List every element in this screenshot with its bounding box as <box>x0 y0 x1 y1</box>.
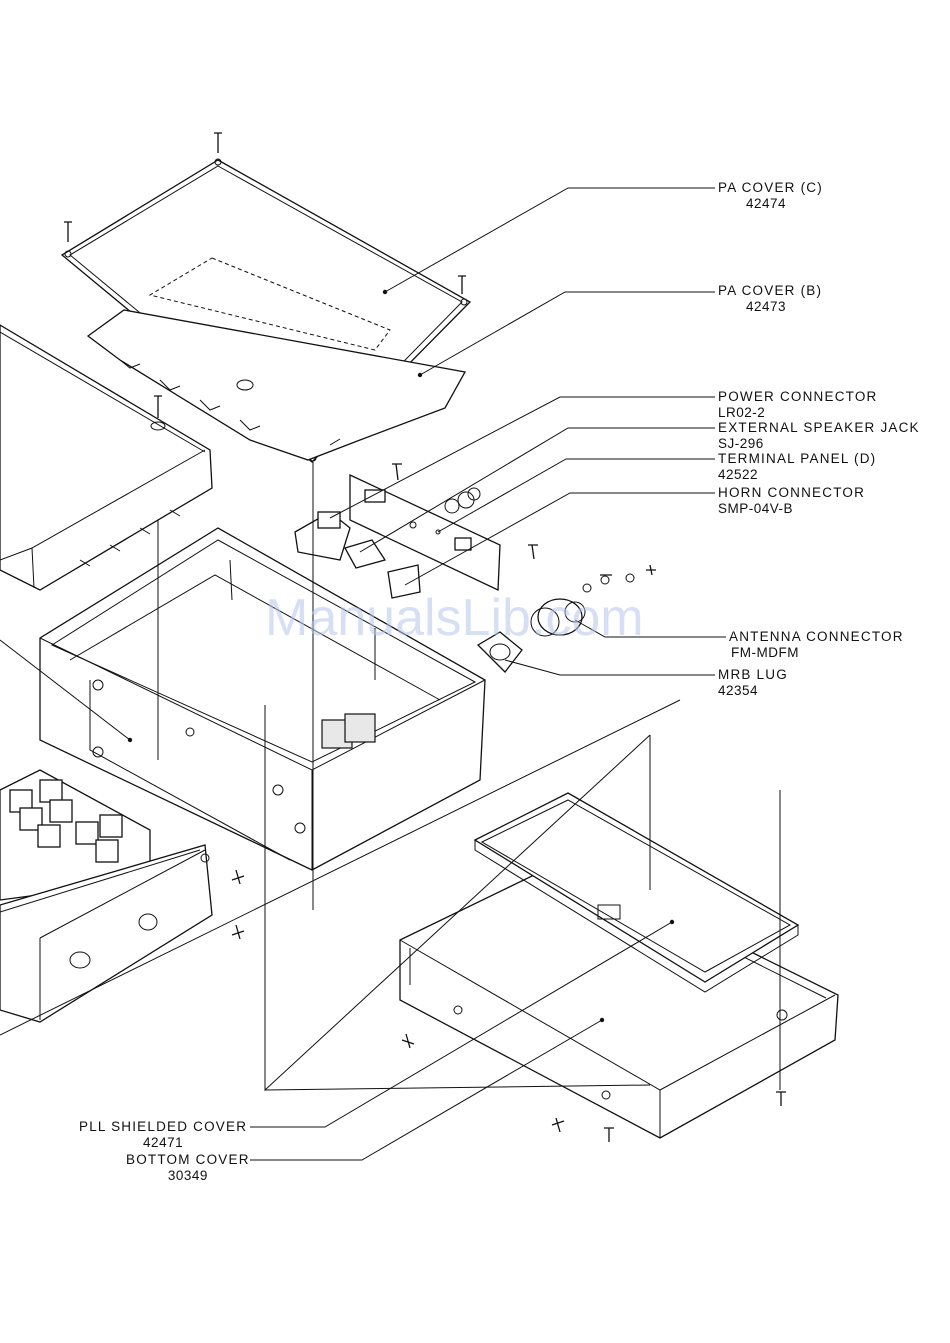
part-name: HORN CONNECTOR <box>718 485 865 501</box>
part-name: ANTENNA CONNECTOR <box>729 629 904 645</box>
part-name: PLL SHIELDED COVER <box>79 1119 247 1135</box>
label-terminal-panel-d: TERMINAL PANEL (D) 42522 <box>718 451 876 483</box>
part-name: EXTERNAL SPEAKER JACK <box>718 420 920 436</box>
part-name: MRB LUG <box>718 667 788 683</box>
part-name: TERMINAL PANEL (D) <box>718 451 876 467</box>
part-code: SJ-296 <box>718 436 920 452</box>
part-name: POWER CONNECTOR <box>718 389 878 405</box>
part-code: 42471 <box>79 1135 247 1151</box>
label-pa-cover-b: PA COVER (B) 42473 <box>718 283 822 315</box>
label-pll-shielded-cover: PLL SHIELDED COVER 42471 <box>79 1119 247 1151</box>
label-external-speaker-jack: EXTERNAL SPEAKER JACK SJ-296 <box>718 420 920 452</box>
part-code: 42354 <box>718 683 788 699</box>
part-name: PA COVER (C) <box>718 180 823 196</box>
label-horn-connector: HORN CONNECTOR SMP-04V-B <box>718 485 865 517</box>
part-code: 42522 <box>718 467 876 483</box>
part-code: SMP-04V-B <box>718 501 865 517</box>
part-code: LR02-2 <box>718 405 878 421</box>
label-antenna-connector: ANTENNA CONNECTOR FM-MDFM <box>729 629 904 661</box>
part-name: BOTTOM COVER <box>126 1152 250 1168</box>
label-pa-cover-c: PA COVER (C) 42474 <box>718 180 823 212</box>
watermark-text: ManualsLib.com <box>265 588 644 648</box>
part-code: 42473 <box>718 299 822 315</box>
part-code: 42474 <box>718 196 823 212</box>
part-code: 30349 <box>126 1168 250 1184</box>
label-bottom-cover: BOTTOM COVER 30349 <box>126 1152 250 1184</box>
label-power-connector: POWER CONNECTOR LR02-2 <box>718 389 878 421</box>
part-code: FM-MDFM <box>729 645 904 661</box>
label-mrb-lug: MRB LUG 42354 <box>718 667 788 699</box>
part-name: PA COVER (B) <box>718 283 822 299</box>
